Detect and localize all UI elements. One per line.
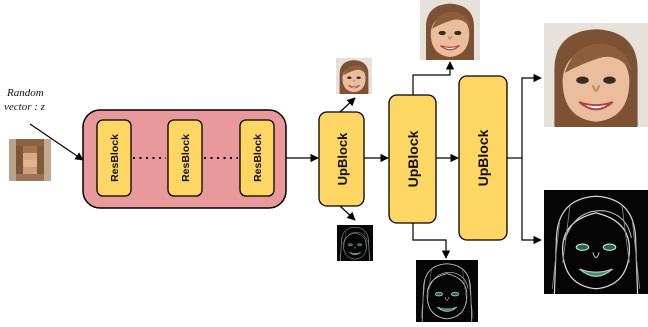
arrow-upblock2-to-face	[412, 61, 455, 95]
upblock1-edge-output-icon	[337, 225, 373, 261]
resblock-1: ResBlock	[96, 119, 132, 197]
input-label-line2: vector : z	[4, 101, 46, 113]
resblock-3-label: ResBlock	[252, 134, 264, 182]
arrow-upblock3-to-edge	[521, 158, 542, 245]
upblock-3: UpBlock	[458, 75, 508, 241]
upblock3-edge-output-icon	[544, 189, 648, 295]
upblock-1-label: UpBlock	[335, 132, 350, 186]
input-label-line1: Random	[6, 87, 44, 99]
resblock-3: ResBlock	[239, 119, 275, 197]
upblock-3-label: UpBlock	[475, 129, 491, 186]
upblock2-face-output-icon	[420, 0, 480, 60]
arrow-upblock1-to-face	[339, 97, 356, 113]
upblock3-face-output-icon	[544, 21, 648, 129]
resblock-1-label: ResBlock	[109, 134, 121, 182]
arrow-input-to-resblocks	[29, 123, 84, 161]
upblock-1: UpBlock	[318, 111, 365, 207]
upblock-2-label: UpBlock	[405, 130, 421, 187]
resblock-2: ResBlock	[167, 119, 203, 197]
arrow-upblock1-to-edge	[339, 205, 356, 221]
pixelated-face-icon	[9, 139, 51, 181]
resblock-2-label: ResBlock	[180, 134, 192, 182]
upblock1-face-output-icon	[336, 58, 372, 94]
upblock-2: UpBlock	[388, 94, 437, 224]
upblock2-edge-output-icon	[416, 260, 478, 322]
arrow-upblock3-to-face	[521, 73, 542, 158]
arrow-upblock2-to-edge	[412, 223, 451, 259]
